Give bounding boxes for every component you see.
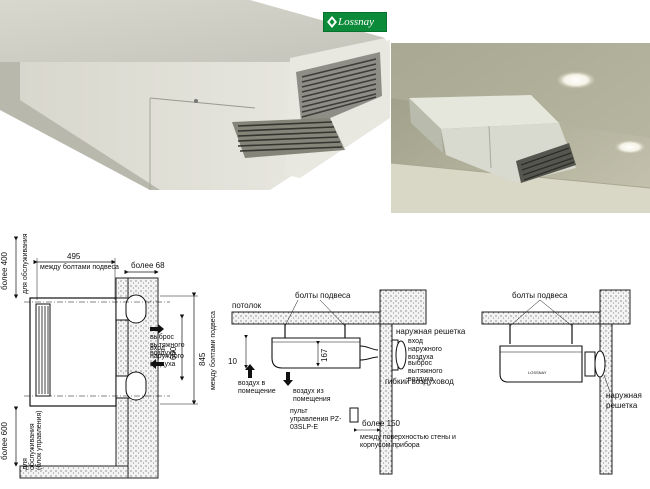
dim-bottom-clear-label: для обслуживания (блок управления)	[22, 410, 43, 470]
label-flex-duct: гибкий воздуховод	[385, 377, 454, 386]
top-view-drawing	[13, 236, 198, 479]
label-ceiling: потолок	[232, 301, 262, 310]
label-bolts-side: болты подвеса	[295, 291, 351, 300]
label-room-air-in: воздух из помещения	[293, 388, 331, 403]
logo-text: Lossnay	[338, 16, 375, 28]
dim-150-label: между поверхностью стены и корпусом приб…	[360, 434, 456, 449]
right-view-drawing	[481, 289, 631, 475]
dim-clear-right: более 68	[131, 261, 165, 270]
dim-total: 845	[198, 352, 207, 366]
label-intake: вход наружного воздуха	[150, 345, 184, 368]
dim-width-label: между болтами подвеса	[40, 264, 119, 271]
unit-photo-room	[391, 43, 650, 213]
label-room-air-out: воздух в помещение	[238, 380, 276, 395]
label-outdoor-grille: наружная решетка	[396, 327, 466, 336]
label-intake-outdoor: вход наружного воздуха	[408, 338, 442, 361]
label-exhaust-out: выброс вытяжного воздуха	[408, 360, 443, 383]
dim-bolts-label: между болтами подвеса	[210, 311, 217, 390]
label-bolts-right: болты подвеса	[512, 291, 568, 300]
label-remote: пульт управления PZ-03SLP-E	[290, 408, 342, 431]
dim-10: 10	[228, 357, 237, 366]
label-exhaust: выброс вытяжного воздуха	[150, 334, 185, 357]
label-grille-2: решетка	[606, 401, 638, 410]
lossnay-logo: Lossnay	[323, 12, 387, 32]
dim-bottom-clear: более 600	[0, 422, 9, 460]
dim-167: 167	[320, 348, 329, 362]
dim-150: более 150	[362, 419, 400, 428]
dim-width: 495	[67, 252, 81, 261]
unit-photo-closeup	[0, 0, 390, 200]
side-view-drawing	[231, 289, 427, 475]
unit-badge: LOSSNAY	[528, 370, 547, 375]
dim-top-clear: более 400	[0, 252, 9, 290]
dim-top-clear-label: для обслуживания	[22, 233, 29, 294]
label-grille-1: наружная	[606, 391, 642, 400]
